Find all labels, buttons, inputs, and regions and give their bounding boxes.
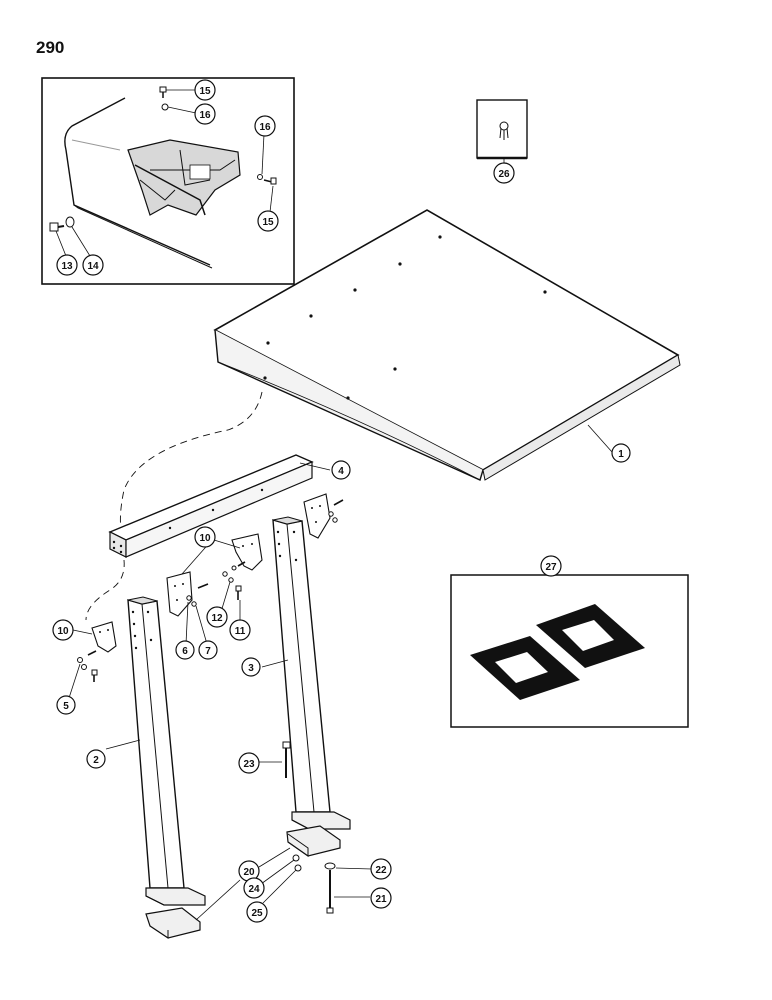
washer-icon [161, 103, 169, 111]
callout-25: 25 [246, 901, 268, 923]
callout-3: 3 [241, 657, 261, 677]
svg-text:16: 16 [259, 122, 271, 133]
corner-bracket [303, 493, 331, 539]
svg-text:27: 27 [545, 562, 557, 573]
svg-text:7: 7 [205, 646, 211, 657]
callout-10: 10 [52, 619, 74, 641]
svg-text:1: 1 [618, 449, 624, 460]
svg-text:24: 24 [248, 884, 260, 895]
rubber-pad [470, 636, 580, 700]
svg-text:15: 15 [199, 86, 211, 97]
callout-6: 6 [175, 640, 195, 660]
svg-text:5: 5 [63, 701, 69, 712]
callout-7: 7 [198, 640, 218, 660]
callout-1: 1 [611, 443, 631, 463]
svg-text:14: 14 [87, 261, 99, 272]
svg-text:6: 6 [182, 646, 188, 657]
left-post [105, 596, 206, 906]
corner-bracket [231, 533, 263, 571]
callout-26: 26 [493, 162, 515, 184]
detail-inset [41, 77, 295, 285]
callout-13: 13 [56, 254, 78, 276]
callout-16: 16 [254, 115, 276, 137]
callout-4: 4 [331, 460, 351, 480]
alignment-dashed-lines [85, 391, 263, 621]
washer-icon [257, 174, 263, 180]
svg-text:13: 13 [61, 261, 73, 272]
decal-icon [499, 121, 509, 140]
bolt-icon [263, 177, 277, 185]
callout-27: 27 [540, 555, 562, 577]
corner-bracket [166, 571, 193, 617]
spacer-block [286, 825, 341, 857]
decal-box [476, 99, 528, 164]
svg-text:22: 22 [375, 865, 387, 876]
svg-text:16: 16 [199, 110, 211, 121]
callout-24: 24 [243, 877, 265, 899]
svg-text:10: 10 [199, 533, 211, 544]
spacer-block [145, 907, 201, 939]
svg-text:3: 3 [248, 663, 254, 674]
bolt-icon [49, 222, 65, 232]
corner-bracket [91, 621, 117, 653]
washer-icon [65, 216, 75, 228]
svg-text:23: 23 [243, 759, 255, 770]
callout-15: 15 [257, 210, 279, 232]
bolt-23 [259, 741, 291, 778]
svg-text:4: 4 [338, 466, 344, 477]
callout-23: 23 [238, 752, 260, 774]
svg-text:2: 2 [93, 755, 99, 766]
page-number: 290 [36, 38, 65, 57]
callout-20: 20 [238, 860, 260, 882]
right-post [261, 516, 351, 830]
svg-text:10: 10 [57, 626, 69, 637]
svg-text:21: 21 [375, 894, 387, 905]
callout-12: 12 [206, 606, 228, 628]
callout-15: 15 [194, 79, 216, 101]
callout-14: 14 [82, 254, 104, 276]
callout-21: 21 [370, 887, 392, 909]
svg-text:15: 15 [262, 217, 274, 228]
canopy-roof [213, 209, 681, 481]
rubber-pad [536, 604, 645, 668]
callout-10: 10 [194, 526, 216, 548]
callout-2: 2 [86, 749, 106, 769]
callout-16: 16 [194, 103, 216, 125]
svg-text:11: 11 [235, 626, 246, 637]
pads-box [450, 568, 689, 728]
callout-22: 22 [370, 858, 392, 880]
svg-text:12: 12 [211, 613, 223, 624]
callout-11: 11 [229, 619, 251, 641]
hardware-group [77, 499, 344, 682]
inset-bracket-assembly [127, 139, 241, 216]
callout-5: 5 [56, 695, 76, 715]
hardware-group [292, 854, 336, 914]
bolt-icon [159, 86, 167, 98]
svg-text:20: 20 [243, 867, 255, 878]
cross-beam [108, 454, 331, 558]
svg-text:25: 25 [251, 908, 263, 919]
svg-text:26: 26 [498, 169, 510, 180]
